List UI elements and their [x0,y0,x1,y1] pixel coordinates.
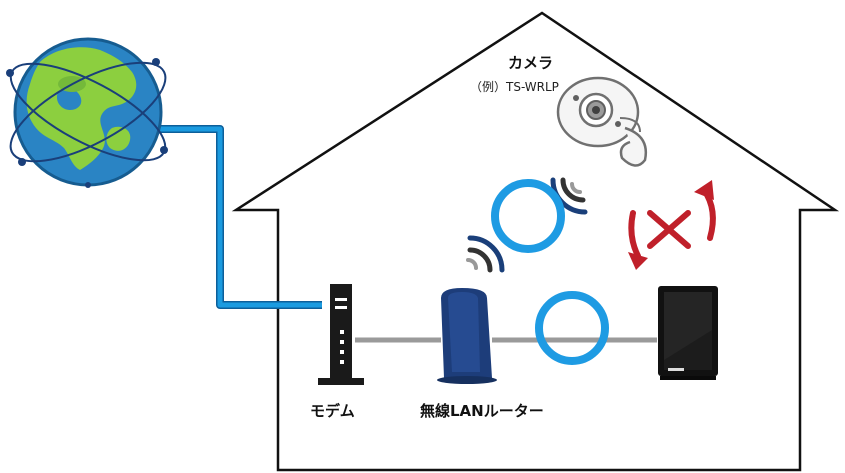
circle-ok-icon-wireless [491,179,565,253]
globe-icon [6,37,168,188]
network-camera-icon [556,76,648,167]
circle-ok-icon-wired [535,291,609,365]
cross-ng-icon [628,180,716,270]
modem-icon [318,284,364,385]
nas-icon [658,286,718,380]
modem-label: モデム [310,402,355,420]
wifi-waves-router-icon [466,235,505,273]
router-label: 無線LANルーター [420,402,544,420]
camera-label: カメラ [508,54,554,72]
camera-example-label: （例）TS-WRLP [470,80,559,94]
wireless-router-icon [437,288,497,384]
